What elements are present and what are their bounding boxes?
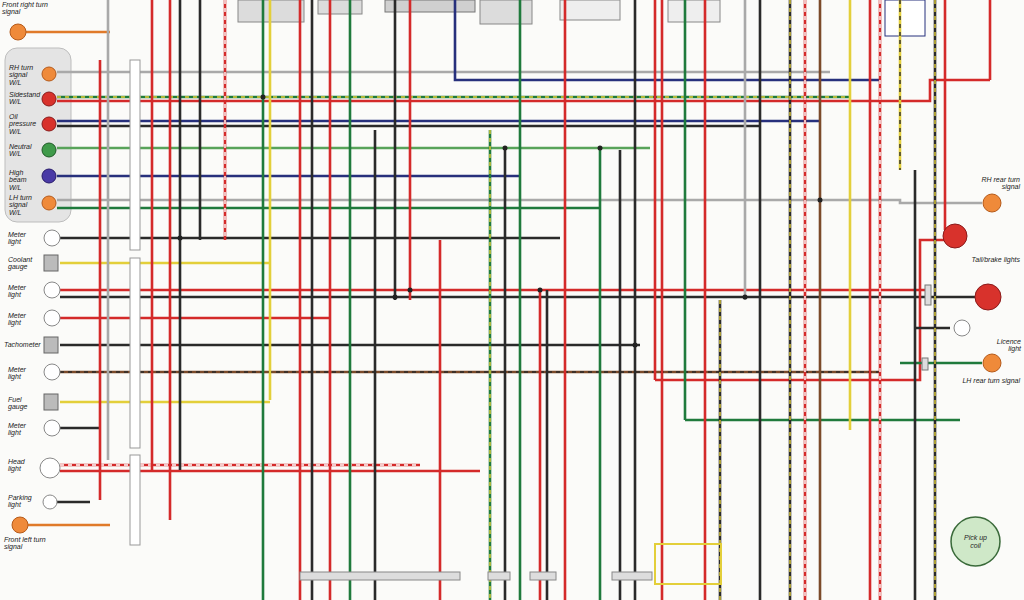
component-label: Oil pressure W/L: [9, 113, 40, 135]
component-label: Sidestand W/L: [9, 91, 40, 106]
component-label: Tachometer: [4, 341, 42, 348]
component-label: Meter light: [8, 231, 40, 246]
component-label: Front left turn signal: [4, 536, 56, 551]
component-label: Coolant gauge: [8, 256, 42, 271]
component-label: Fuel gauge: [8, 396, 42, 411]
component-label: Parking light: [8, 494, 40, 509]
component-label: Licence light: [983, 338, 1021, 353]
component-label: LH rear turn signal: [962, 377, 1020, 384]
component-label: RH turn signal W/L: [9, 64, 40, 86]
component-label: Front right turn signal: [2, 1, 52, 16]
pickup-coil: Pick up coil: [950, 516, 1001, 567]
component-label: LH turn signal W/L: [9, 194, 40, 216]
component-label: Head light: [8, 458, 38, 473]
node-text: Pick up coil: [961, 534, 991, 549]
component-label: Neutral W/L: [9, 143, 40, 158]
component-label: Meter light: [8, 284, 40, 299]
component-label: High beam W/L: [9, 169, 40, 191]
component-label: Meter light: [8, 366, 40, 381]
component-label: Meter light: [8, 312, 40, 327]
component-label: Meter light: [8, 422, 40, 437]
component-label: RH rear turn signal: [962, 176, 1020, 191]
component-label: Tail/brake lights: [966, 256, 1020, 263]
